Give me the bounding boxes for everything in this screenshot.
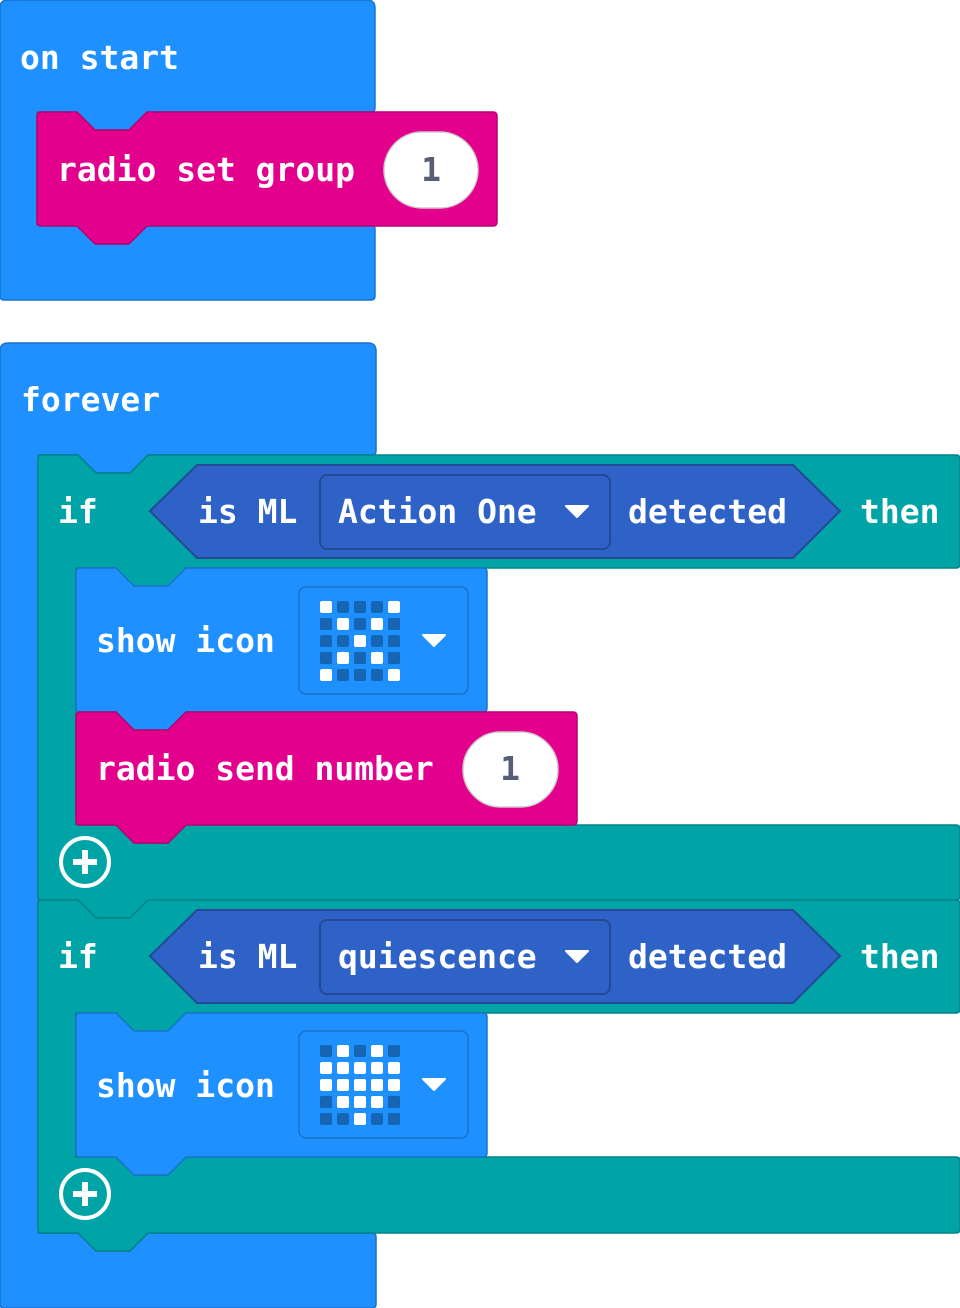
- led-off: [388, 618, 400, 630]
- led-on: [371, 618, 383, 630]
- led-off: [337, 669, 349, 681]
- led-on: [320, 1062, 332, 1074]
- action-dropdown[interactable]: [319, 474, 611, 550]
- radio-set-group-block[interactable]: [36, 111, 498, 245]
- radio-send-value-field[interactable]: [462, 731, 559, 808]
- led-off: [337, 635, 349, 647]
- led-on: [320, 1079, 332, 1091]
- led-on: [354, 635, 366, 647]
- led-on: [371, 1045, 383, 1057]
- action-dropdown-value[interactable]: Action One: [338, 492, 537, 531]
- plus-icon: [73, 1182, 97, 1206]
- led-on: [337, 1062, 349, 1074]
- led-off: [320, 1096, 332, 1108]
- on-start-label: on start: [20, 38, 179, 77]
- led-on: [354, 1062, 366, 1074]
- led-on: [354, 1113, 366, 1125]
- radio-send-number-label: radio send number: [96, 749, 434, 788]
- if-label: if: [58, 937, 98, 976]
- led-off: [371, 635, 383, 647]
- led-on: [320, 601, 332, 613]
- led-off: [388, 1045, 400, 1057]
- led-on: [388, 669, 400, 681]
- add-else-plus-icon[interactable]: [59, 1168, 111, 1220]
- led-off: [371, 1113, 383, 1125]
- led-on: [337, 1096, 349, 1108]
- led-on: [354, 1096, 366, 1108]
- is-ml-label: is ML: [198, 492, 298, 531]
- led-on: [371, 1096, 383, 1108]
- dropdown-arrow-icon[interactable]: [565, 950, 589, 963]
- led-off: [320, 618, 332, 630]
- then-label: then: [860, 937, 940, 976]
- if-label: if: [58, 492, 98, 531]
- led-on: [337, 652, 349, 664]
- radio-set-group-label: radio set group: [57, 150, 356, 189]
- show-icon-label: show icon: [96, 621, 275, 660]
- led-off: [320, 652, 332, 664]
- led-on: [371, 1079, 383, 1091]
- led-off: [371, 601, 383, 613]
- led-off: [354, 618, 366, 630]
- led-on: [337, 618, 349, 630]
- led-off: [371, 669, 383, 681]
- action-dropdown[interactable]: [319, 919, 611, 995]
- led-off: [388, 652, 400, 664]
- led-on: [320, 669, 332, 681]
- led-off: [388, 1096, 400, 1108]
- forever-label: forever: [21, 380, 161, 419]
- led-off: [320, 635, 332, 647]
- show-icon-label: show icon: [96, 1066, 275, 1105]
- led-icon-picker[interactable]: [298, 1030, 469, 1139]
- dropdown-arrow-icon[interactable]: [565, 505, 589, 518]
- is-ml-label: is ML: [198, 937, 298, 976]
- led-off: [354, 1045, 366, 1057]
- led-on: [388, 1062, 400, 1074]
- led-on: [371, 652, 383, 664]
- radio-send-number-block[interactable]: [75, 711, 578, 844]
- led-off: [320, 1113, 332, 1125]
- radio-group-value-field[interactable]: [383, 131, 479, 209]
- detected-label: detected: [628, 492, 787, 531]
- led-off: [388, 635, 400, 647]
- then-label: then: [860, 492, 940, 531]
- add-else-plus-icon[interactable]: [59, 836, 111, 888]
- led-on: [388, 601, 400, 613]
- led-off: [354, 652, 366, 664]
- led-off: [337, 1113, 349, 1125]
- led-off: [320, 1045, 332, 1057]
- led-on: [388, 1079, 400, 1091]
- led-off: [354, 601, 366, 613]
- dropdown-arrow-icon[interactable]: [422, 634, 446, 647]
- detected-label: detected: [628, 937, 787, 976]
- led-icon-picker[interactable]: [298, 586, 469, 695]
- led-on: [371, 1062, 383, 1074]
- dropdown-arrow-icon[interactable]: [422, 1078, 446, 1091]
- plus-icon: [73, 850, 97, 874]
- led-on: [354, 1079, 366, 1091]
- led-off: [388, 1113, 400, 1125]
- led-on: [337, 1045, 349, 1057]
- radio-group-value-input[interactable]: 1: [421, 150, 441, 189]
- led-on: [337, 1079, 349, 1091]
- led-off: [354, 669, 366, 681]
- radio-send-value-input[interactable]: 1: [500, 749, 520, 788]
- led-off: [337, 601, 349, 613]
- action-dropdown-value[interactable]: quiescence: [338, 937, 537, 976]
